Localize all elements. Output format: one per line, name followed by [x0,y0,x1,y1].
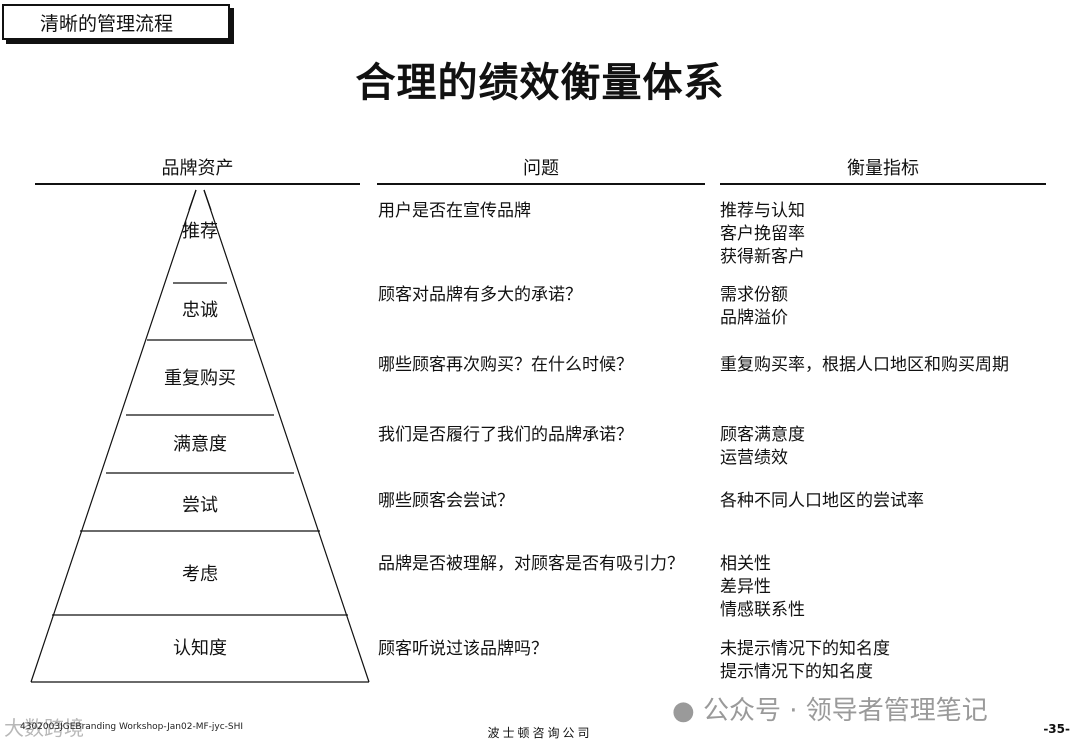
question-trial: 哪些顾客会尝试？ [378,491,514,511]
section-tag: 清晰的管理流程 [2,4,230,40]
watermark-secondary: 大数跨境 [4,716,84,740]
pyramid-level-repeat-purchase: 重复购买 [164,368,236,389]
metric-item: 获得新客户 [720,247,805,267]
page-number: -35- [1043,722,1070,736]
page-title: 合理的绩效衡量体系 [355,60,725,106]
question-satisfaction: 我们是否履行了我们的品牌承诺？ [378,425,633,445]
footer-firm: 波士顿咨询公司 [487,726,593,740]
question-awareness: 顾客听说过该品牌吗？ [378,639,548,659]
metric-item: 推荐与认知 [720,201,805,221]
pyramid-level-loyalty: 忠诚 [182,300,218,321]
column-header-questions: 问题 [523,158,559,179]
watermark-text: 公众号 · 领导者管理笔记 [702,696,988,726]
metric-item: 顾客满意度 [720,425,805,445]
metric-item: 未提示情况下的知名度 [720,639,890,659]
metric-item: 相关性 [720,554,771,574]
metrics-recommend: 推荐与认知 客户挽留率 获得新客户 [720,200,1050,269]
pyramid-level-trial: 尝试 [182,495,218,516]
metric-item: 各种不同人口地区的尝试率 [720,491,924,511]
header-rule-questions [377,183,705,185]
header-rule-assets [35,183,360,185]
footer-doc-id: 4302003JGEBranding Workshop-Jan02-MF-jyc… [20,722,244,732]
metric-item: 情感联系性 [720,600,805,620]
metric-item: 差异性 [720,577,771,597]
metric-item: 重复购买率，根据人口地区和购买周期 [720,355,1009,375]
header-rule-metrics [720,183,1046,185]
brand-pyramid: 推荐 忠诚 重复购买 满意度 尝试 考虑 认知度 [30,189,370,683]
metrics-repeat-purchase: 重复购买率，根据人口地区和购买周期 [720,354,1038,377]
metrics-consideration: 相关性 差异性 情感联系性 [720,553,1050,622]
question-consideration: 品牌是否被理解，对顾客是否有吸引力？ [378,554,684,574]
question-loyalty: 顾客对品牌有多大的承诺？ [378,285,582,305]
question-repeat-purchase: 哪些顾客再次购买？在什么时候？ [378,355,633,375]
metrics-awareness: 未提示情况下的知名度 提示情况下的知名度 [720,638,1050,684]
pyramid-level-awareness: 认知度 [173,638,227,659]
question-recommend: 用户是否在宣传品牌 [378,201,531,221]
column-header-metrics: 衡量指标 [847,158,919,179]
metric-item: 运营绩效 [720,448,788,468]
metrics-loyalty: 需求份额 品牌溢价 [720,284,1050,330]
metric-item: 提示情况下的知名度 [720,662,873,682]
pyramid-outline [30,189,370,683]
column-header-assets: 品牌资产 [161,158,234,179]
metrics-trial: 各种不同人口地区的尝试率 [720,490,1050,513]
watermark: ● 公众号 · 领导者管理笔记 [672,690,988,727]
pyramid-level-satisfaction: 满意度 [173,434,227,455]
pyramid-level-recommend: 推荐 [182,221,218,242]
metric-item: 客户挽留率 [720,224,805,244]
pyramid-level-consideration: 考虑 [182,564,218,585]
wechat-icon: ● [672,696,695,726]
metrics-satisfaction: 顾客满意度 运营绩效 [720,424,1050,470]
metric-item: 品牌溢价 [720,308,788,328]
metric-item: 需求份额 [720,285,788,305]
